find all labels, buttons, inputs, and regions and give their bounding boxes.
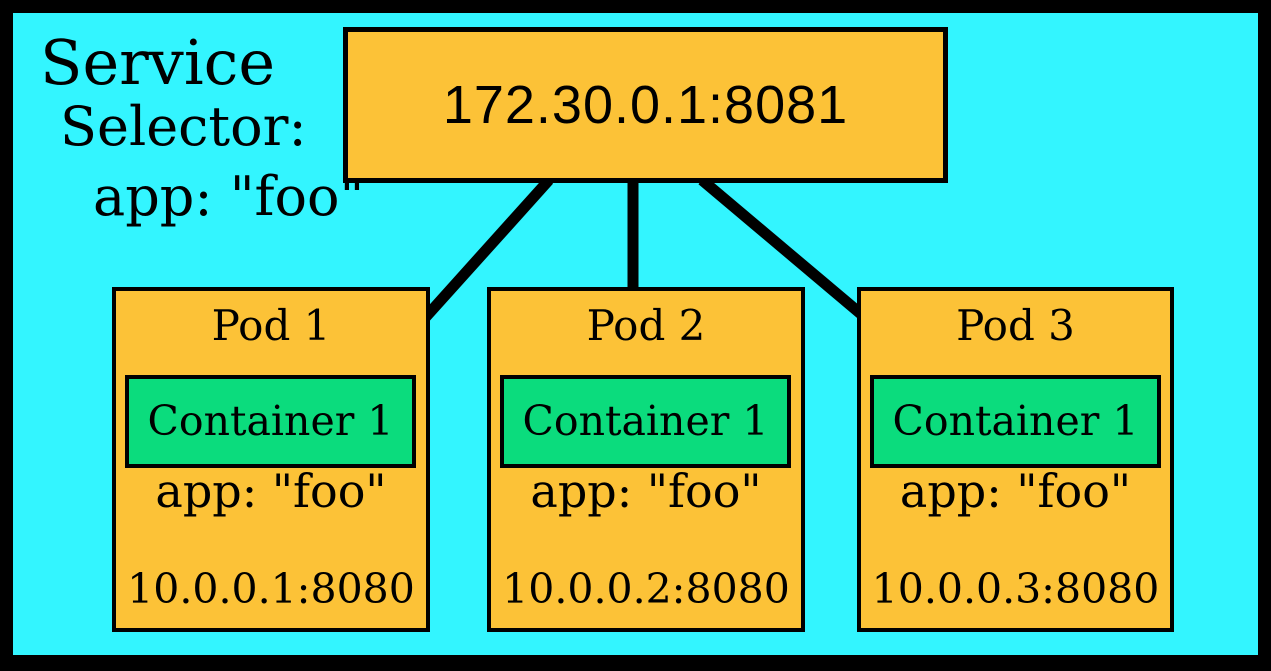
pod-1-box: Pod 1 Container 1 app: "foo" 10.0.0.1:80…	[112, 287, 430, 632]
pod-3-address: 10.0.0.3:8080	[871, 565, 1160, 613]
pod-2-address: 10.0.0.2:8080	[502, 565, 790, 613]
service-box: 172.30.0.1:8081	[343, 27, 948, 183]
pod-2-container-label: Container 1	[522, 397, 769, 445]
pod-1-container-box: Container 1	[125, 375, 416, 468]
pod-3-box: Pod 3 Container 1 app: "foo" 10.0.0.3:80…	[857, 287, 1174, 632]
pod-3-container-box: Container 1	[870, 375, 1161, 468]
service-address: 172.30.0.1:8081	[442, 75, 849, 135]
pod-1-container-label: Container 1	[147, 397, 394, 445]
pod-3-title: Pod 3	[956, 301, 1075, 350]
pod-3-selector: app: "foo"	[899, 464, 1132, 518]
service-title: Service	[40, 26, 276, 99]
service-selector-label: Selector:	[60, 95, 307, 158]
pod-2-container-box: Container 1	[500, 375, 791, 468]
pod-3-container-label: Container 1	[892, 397, 1139, 445]
pod-2-selector: app: "foo"	[530, 464, 762, 518]
pod-2-box: Pod 2 Container 1 app: "foo" 10.0.0.2:80…	[487, 287, 805, 632]
pod-1-title: Pod 1	[211, 301, 331, 350]
pod-1-address: 10.0.0.1:8080	[127, 565, 415, 613]
pod-1-selector: app: "foo"	[155, 464, 387, 518]
service-selector-value: app: "foo"	[93, 165, 365, 228]
pod-2-title: Pod 2	[586, 301, 706, 350]
